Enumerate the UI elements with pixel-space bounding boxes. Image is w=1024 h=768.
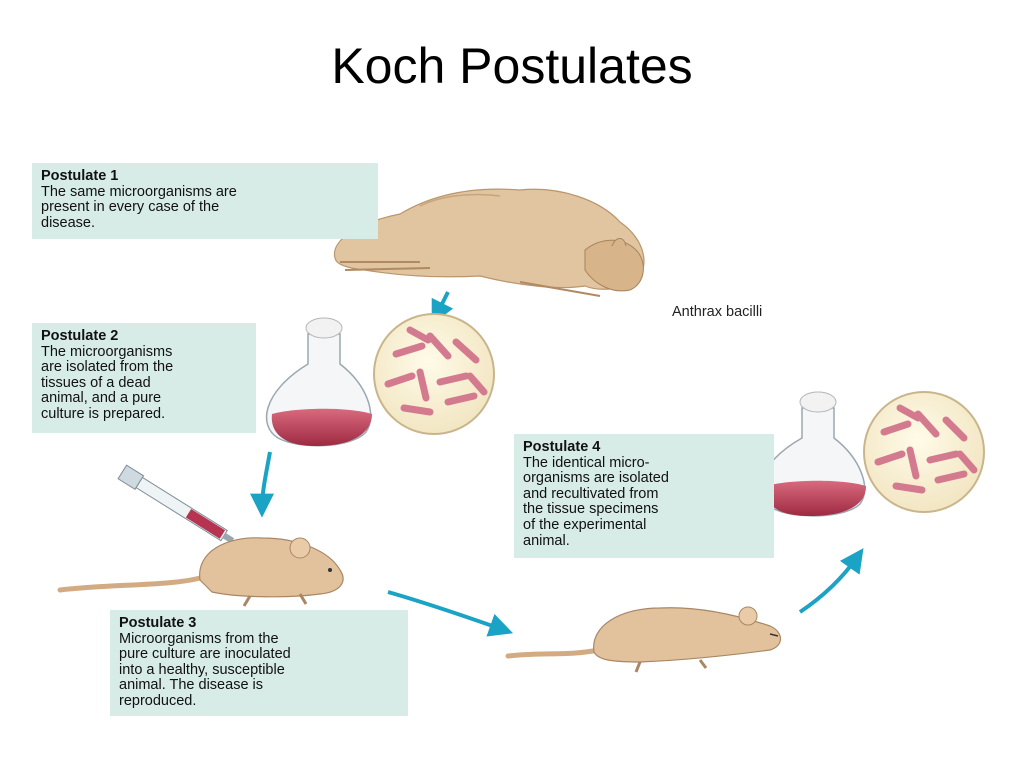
postulate-heading: Postulate 2 [41,328,119,344]
postulate-heading: Postulate 1 [41,168,119,184]
postulate-heading: Postulate 3 [119,615,197,631]
postulate-text: The same microorganisms are present in e… [41,183,237,231]
dead-sheep-illustration [333,188,645,297]
syringe-illustration [117,464,266,562]
sick-rat-illustration [505,606,782,673]
postulate-text: The identical micro- organisms are isola… [523,454,669,549]
healthy-rat-illustration [57,537,344,607]
culture-flask-2 [759,391,866,517]
bacilli-dish-1 [373,313,495,435]
postulate-1-box: Postulate 1 The same microorganisms are … [32,163,378,239]
postulate-text: The microorganisms are isolated from the… [41,343,174,422]
postulate-4-box: Postulate 4 The identical micro- organis… [514,434,774,558]
anthrax-caption: Anthrax bacilli [672,304,763,320]
postulate-3-box: Postulate 3 Microorganisms from the pure… [110,610,408,716]
postulate-text: Microorganisms from the pure culture are… [119,630,291,709]
culture-flask-1 [265,317,372,447]
bacilli-dish-2 [863,391,985,513]
postulate-2-box: Postulate 2 The microorganisms are isola… [32,323,256,433]
slide-title: Koch Postulates [331,38,693,94]
postulate-heading: Postulate 4 [523,439,601,455]
